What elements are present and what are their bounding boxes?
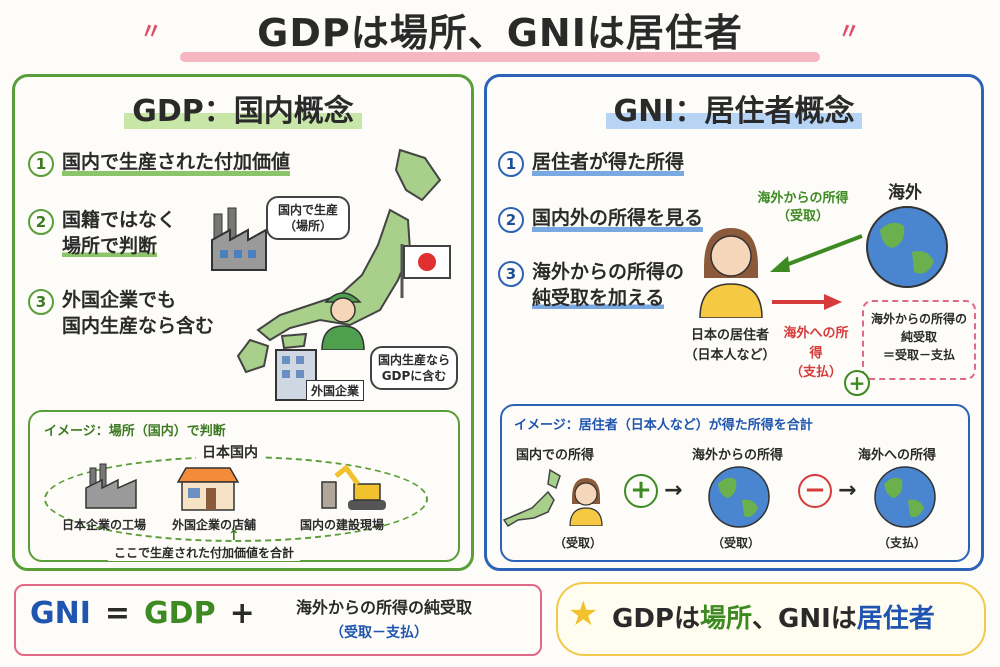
image-label-shop: 外国企業の店舗: [172, 518, 257, 532]
worker-icon: [321, 292, 365, 350]
globe-icon: [874, 466, 936, 528]
formula-term-sub: （受取－支払）: [330, 625, 428, 641]
minus-icon: −: [798, 474, 832, 508]
summary-text: GDPは場所、GNIは居住者: [612, 604, 935, 634]
col-income-in-label: 海外からの所得: [692, 448, 784, 463]
income-in-arrow-icon: [770, 234, 863, 272]
gdp-image-box: [28, 410, 460, 562]
income-out-label: 海外への所得（支払）: [783, 326, 849, 380]
col-income-out-label: 海外への所得: [858, 448, 937, 463]
gni-image-box: [500, 404, 970, 562]
sparkle-icon: 〃: [838, 20, 861, 45]
japan-map-icon: [502, 468, 561, 528]
net-income-box: 海外からの所得の純受取＝受取－支払: [862, 300, 976, 380]
japan-flag-icon: [400, 244, 451, 298]
gdp-sum-note: ここで生産された付加価値を合計: [108, 544, 301, 561]
gdp-panel: [12, 74, 474, 571]
factory-bubble: 国内で生産（場所）: [266, 196, 350, 241]
plus-icon: +: [624, 474, 658, 508]
image-label-construction: 国内の建設現場: [300, 518, 385, 532]
resident-person-icon: [569, 478, 603, 526]
gni-panel: [484, 74, 984, 571]
gdp-item-3: 3 外国企業でも国内生産なら含む: [28, 288, 214, 339]
col-income-in-caption: （受取）: [712, 536, 761, 550]
image-label-factory: 日本企業の工場: [62, 518, 147, 532]
income-out-arrow-icon: [772, 294, 842, 310]
gdp-panel-title: GDP：国内概念: [12, 86, 474, 130]
up-arrow-icon: ↑: [228, 528, 240, 544]
overseas-label: 海外: [888, 183, 922, 203]
page-title: GDPは場所、GNIは居住者: [257, 11, 743, 55]
globe-icon: [708, 466, 770, 528]
summary-box: [556, 582, 986, 656]
sparkle-icon: 〃: [140, 20, 163, 45]
building-sign: 外国企業: [306, 380, 365, 401]
shop-icon: [176, 467, 240, 511]
formula-term: 海外からの所得の純受取: [296, 598, 473, 617]
domestic-region-label: 日本国内: [196, 442, 264, 462]
col-domestic-label: 国内での所得: [516, 448, 595, 463]
plus-icon: +: [844, 370, 870, 396]
globe-icon: [866, 206, 948, 288]
resident-label: 日本の居住者（日本人など）: [684, 328, 776, 363]
arrow-right-icon: →: [838, 478, 857, 503]
col-domestic-caption: （受取）: [554, 536, 603, 550]
title-underline: [180, 52, 820, 62]
gdp-item-2: 2 国籍ではなく場所で判断: [28, 208, 176, 259]
formula-box: [14, 584, 542, 656]
factory-icon: [211, 207, 267, 271]
resident-person-icon: [699, 228, 763, 318]
gni-item-3: 3 海外からの所得の純受取を加える: [498, 260, 684, 311]
col-income-out-caption: （支払）: [878, 536, 927, 550]
arrow-right-icon: →: [664, 478, 683, 503]
excavator-icon: [321, 464, 386, 510]
gni-image-title: イメージ：居住者（日本人など）が得た所得を合計: [514, 418, 813, 433]
gdp-image-title: イメージ：場所（国内）で判断: [44, 424, 226, 439]
gni-panel-title: GNI：居住者概念: [484, 86, 984, 130]
gni-item-1: 1 居住者が得た所得: [498, 150, 685, 177]
income-in-label: 海外からの所得（受取）: [757, 191, 849, 225]
gdp-item-1: 1 国内で生産された付加価値: [28, 150, 291, 177]
factory-icon: [85, 463, 137, 509]
gni-item-2: 2 国内外の所得を見る: [498, 206, 704, 233]
star-icon: ★: [568, 594, 599, 634]
formula-row: GNI = GDP +: [30, 596, 255, 631]
